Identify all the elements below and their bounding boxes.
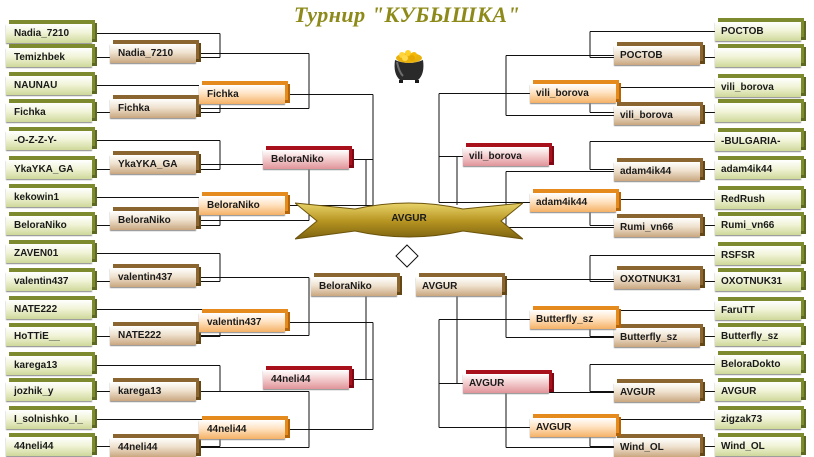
left-r1-slot: Temizhbek [6,48,92,67]
final-winner: AVGUR [391,213,427,224]
right-r1-slot: vili_borova [715,78,801,97]
left-r1-slot: HoTTiE__ [6,327,92,346]
right-r1-slot: FaruTT [715,301,801,320]
left-r2-slot: 44neli44 [110,438,196,457]
semifinal-left-slot: BeloraNiko [311,277,397,296]
right-r1-slot: Rumi_vn66 [715,216,801,235]
left-r2-slot: BeloraNiko [110,211,196,230]
left-r1-slot: I_solnishko_I_ [6,410,92,429]
left-r4-slot: 44neli44 [263,370,349,389]
left-r3-slot: 44neli44 [199,420,285,439]
page-title: Турнир "КУБЫШКА" [293,2,521,27]
right-r1-slot: RSFSR [715,246,801,265]
right-r2-slot: AVGUR [614,383,700,402]
right-r3-slot: Butterfly_sz [530,310,616,329]
right-r1-slot: Wind_OL [715,437,801,456]
left-r1-slot: kekowin1 [6,188,92,207]
right-r2-slot: OXOTNUK31 [614,270,700,289]
left-r1-slot: valentin437 [6,272,92,291]
left-r2-slot: YkaYKA_GA [110,155,196,174]
left-r1-slot: Fichka [6,103,92,122]
right-r1-slot [715,103,801,122]
right-r1-slot: RedRush [715,190,801,209]
right-r2-slot: Butterfly_sz [614,328,700,347]
left-r4-slot: BeloraNiko [263,150,349,169]
right-r2-slot: vili_borova [614,106,700,125]
left-r1-slot: ZAVEN01 [6,244,92,263]
right-r1-slot: AVGUR [715,382,801,401]
left-r1-slot: karega13 [6,356,92,375]
left-r2-slot: valentin437 [110,268,196,287]
left-r2-slot: karega13 [110,382,196,401]
right-r1-slot: -BULGARIA- [715,132,801,151]
right-r1-slot [715,48,801,67]
right-r2-slot: Wind_OL [614,438,700,457]
left-r2-slot: NATE222 [110,326,196,345]
left-r2-slot: Fichka [110,99,196,118]
right-r1-slot: POCTOB [715,22,801,41]
right-r3-slot: AVGUR [530,418,616,437]
pot-of-gold-icon [394,50,424,83]
left-r1-slot: jozhik_y [6,382,92,401]
right-r1-slot: adam4ik44 [715,160,801,179]
right-r1-slot: zigzak73 [715,410,801,429]
left-r1-slot: 44neli44 [6,437,92,456]
left-r3-slot: valentin437 [199,313,285,332]
left-r1-slot: NAUNAU [6,76,92,95]
right-r2-slot: POCTOB [614,46,700,65]
right-r3-slot: adam4ik44 [530,193,616,212]
right-r2-slot: adam4ik44 [614,162,700,181]
left-r1-slot: NATE222 [6,300,92,319]
left-r2-slot: Nadia_7210 [110,44,196,63]
left-r1-slot: Nadia_7210 [6,24,92,43]
left-r1-slot: YkaYKA_GA [6,160,92,179]
semifinal-right-slot: AVGUR [416,277,502,296]
right-r1-slot: OXOTNUK31 [715,272,801,291]
right-r1-slot: BeloraDokto [715,355,801,374]
right-r4-slot: vili_borova [463,147,549,166]
left-r1-slot: -O-Z-Z-Y- [6,131,92,150]
right-r1-slot: Butterfly_sz [715,327,801,346]
left-r1-slot: BeloraNiko [6,216,92,235]
left-r3-slot: BeloraNiko [199,196,285,215]
right-r4-slot: AVGUR [463,374,549,393]
right-r2-slot: Rumi_vn66 [614,218,700,237]
right-r3-slot: vili_borova [530,84,616,103]
diamond-connector [395,244,419,268]
final-banner [295,202,523,240]
left-r3-slot: Fichka [199,85,285,104]
